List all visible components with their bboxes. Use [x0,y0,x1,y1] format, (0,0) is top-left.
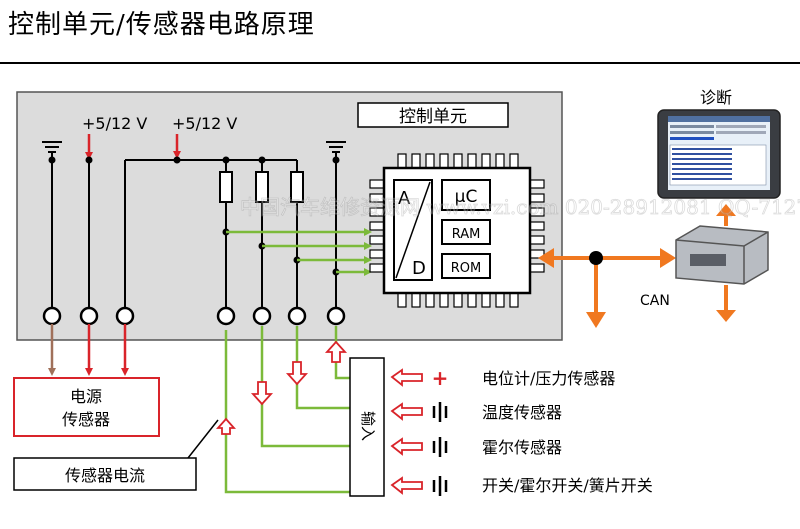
can-label: CAN [640,293,670,309]
sensor-label-potentiometer: 电位计/压力传感器 [482,369,615,388]
page-title: 控制单元/传感器电路原理 [8,10,315,40]
watermark: 中国汽车维修资源网 www.vzi.com 020-28912081 QQ-71… [240,195,800,220]
sensor-current-label: 传感器电流 [65,466,145,485]
ram-box [441,219,491,245]
input-current-arrows [215,340,348,435]
ad-label-d: D [412,258,426,279]
control-unit-label-box [357,102,509,128]
chip-pins [369,153,545,308]
sensor-label-hall: 霍尔传感器 [482,438,562,457]
sensor-ground-icons [432,402,448,496]
voltage-label-left: +5/12 V [82,114,147,133]
potentiometer-plus-sign: + [432,366,449,390]
ad-label-a: A [398,188,411,209]
input-label: 输入 [359,411,377,441]
sensor-label-switch: 开关/霍尔开关/簧片开关 [482,476,653,495]
power-sensor-box [13,377,160,437]
diagnosis-label: 诊断 [700,88,732,107]
input-box [349,357,385,497]
rom-box [441,253,491,279]
rom-label: ROM [451,261,481,276]
power-sensor-label-line1: 电源 [70,387,102,406]
ad-converter-box [393,179,433,281]
title-divider [0,62,800,64]
can-junction [589,251,603,265]
voltage-label-right: +5/12 V [172,114,237,133]
watermark-text: 中国汽车维修资源网 www.vzi.com 020-28912081 QQ-71… [240,195,800,219]
uc-box [441,179,491,211]
diagnostic-tester-icon [657,109,781,199]
resistors [219,171,304,203]
terminals [42,306,346,326]
can-gateway-icon [675,225,769,285]
ram-label: RAM [452,227,481,242]
sensor-label-temperature: 温度传感器 [482,403,562,422]
sensor-current-box [13,457,197,491]
uc-label: µC [455,187,478,207]
control-unit-label: 控制单元 [399,107,467,127]
sensor-arrows [390,368,423,495]
power-sensor-label-line2: 传感器 [62,410,110,429]
